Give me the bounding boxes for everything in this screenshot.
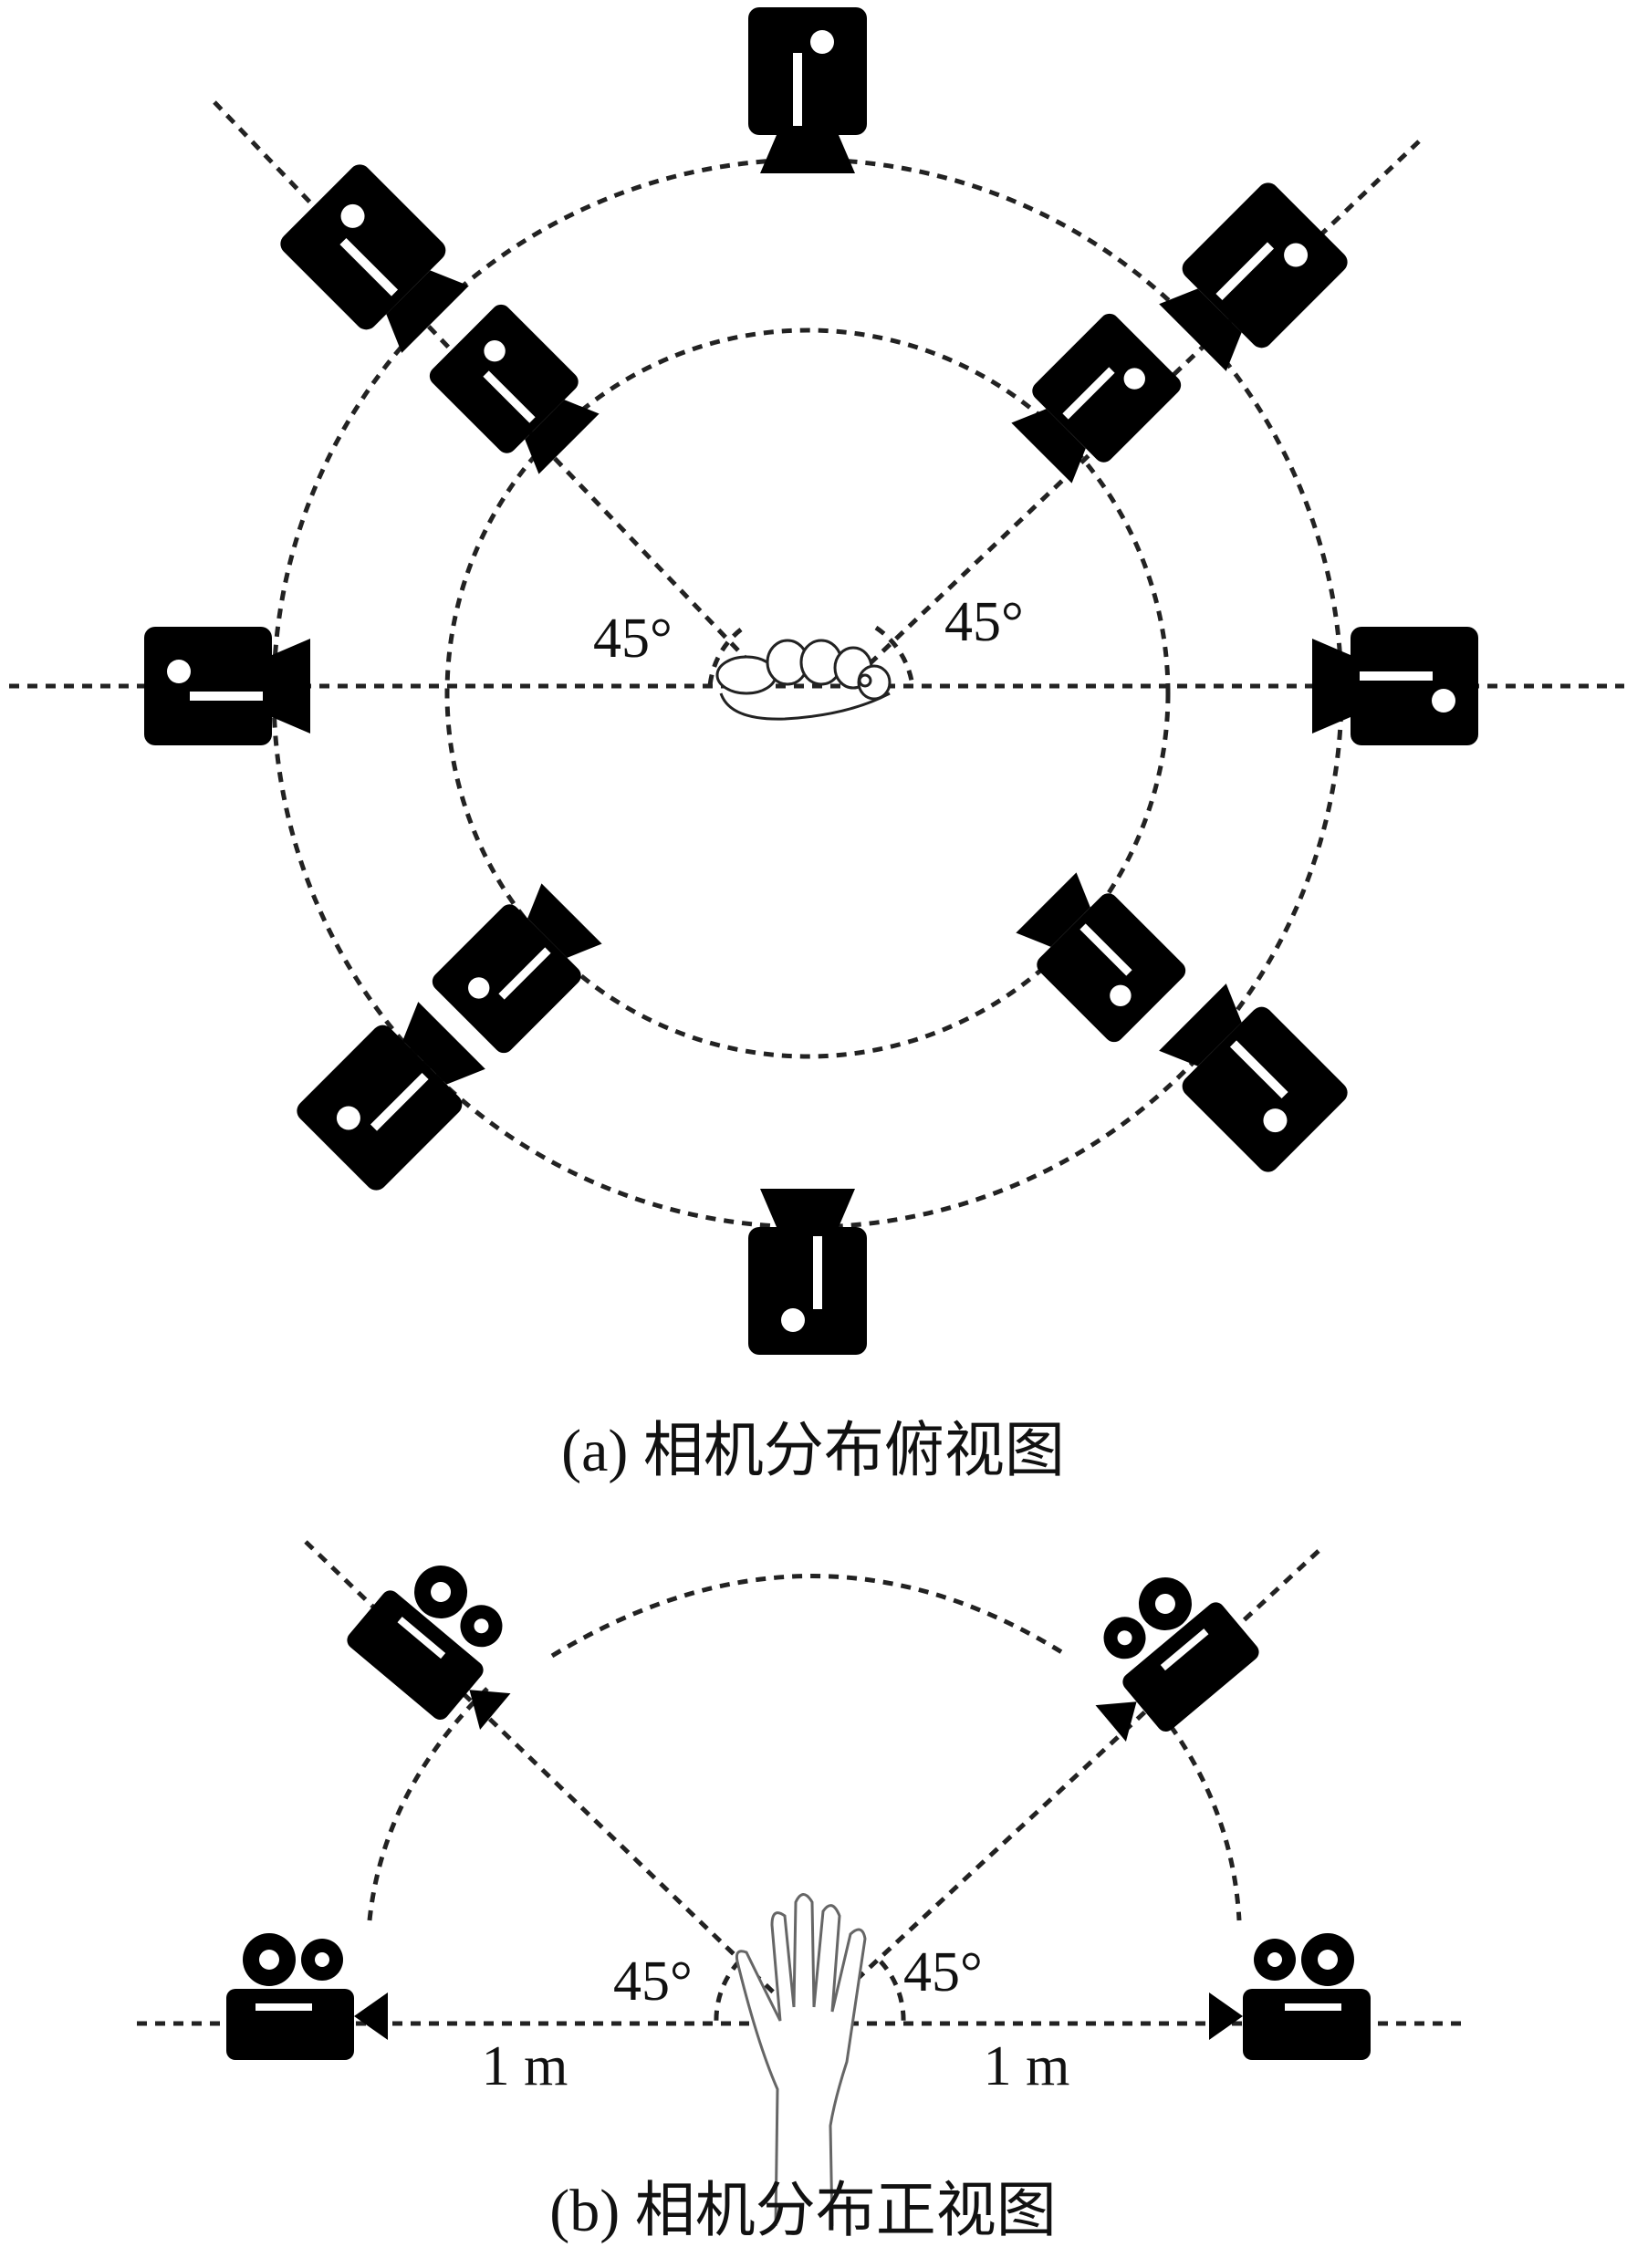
angle-arc-left xyxy=(707,628,743,687)
distance-label-left: 1 m xyxy=(482,2035,568,2097)
camera-outer-top-icon xyxy=(748,7,867,173)
camera-arc-top xyxy=(550,1574,1069,1659)
front-angle-arc-right xyxy=(879,1960,906,2024)
camera-inner-bottom-left-icon xyxy=(428,876,610,1057)
front-angle-arc-left xyxy=(714,1960,741,2024)
camera-outer-bottom-left-icon xyxy=(292,993,495,1195)
camera-front-left-icon xyxy=(226,1933,388,2060)
raised-hand-icon xyxy=(735,1893,867,2227)
camera-inner-top-right-icon xyxy=(1004,309,1185,491)
camera-arc-right xyxy=(1134,1681,1242,1921)
camera-outer-bottom-icon xyxy=(748,1189,867,1355)
camera-front-top-right-icon xyxy=(1057,1555,1263,1757)
front-view-panel: 45° 45° 1 m 1 m (b) 相机分布正视图 xyxy=(137,1540,1469,2244)
camera-outer-top-right-icon xyxy=(1150,178,1352,380)
camera-front-right-icon xyxy=(1209,1933,1371,2060)
camera-outer-top-left-icon xyxy=(276,160,478,362)
sight-line-right xyxy=(810,1549,1320,2023)
hand-top-view-icon xyxy=(715,639,892,721)
camera-inner-top-left-icon xyxy=(425,300,607,482)
camera-inner-bottom-right-icon xyxy=(1008,865,1190,1046)
angle-label-left: 45° xyxy=(593,608,673,670)
front-angle-label-left: 45° xyxy=(613,1951,693,2013)
top-view-panel: 45° 45° (a) 相机分布俯视图 xyxy=(9,7,1624,1484)
camera-front-top-left-icon xyxy=(343,1544,549,1745)
inner-camera-ring xyxy=(444,328,1171,1059)
angle-label-right: 45° xyxy=(944,591,1024,653)
camera-arc-left xyxy=(367,1681,495,1921)
distance-label-right: 1 m xyxy=(984,2035,1070,2097)
caption-b: (b) 相机分布正视图 xyxy=(549,2178,1056,2244)
camera-outer-left-icon xyxy=(144,627,310,745)
front-angle-label-right: 45° xyxy=(903,1941,983,2003)
caption-a: (a) 相机分布俯视图 xyxy=(561,1418,1065,1484)
angle-arc-right xyxy=(874,625,915,687)
